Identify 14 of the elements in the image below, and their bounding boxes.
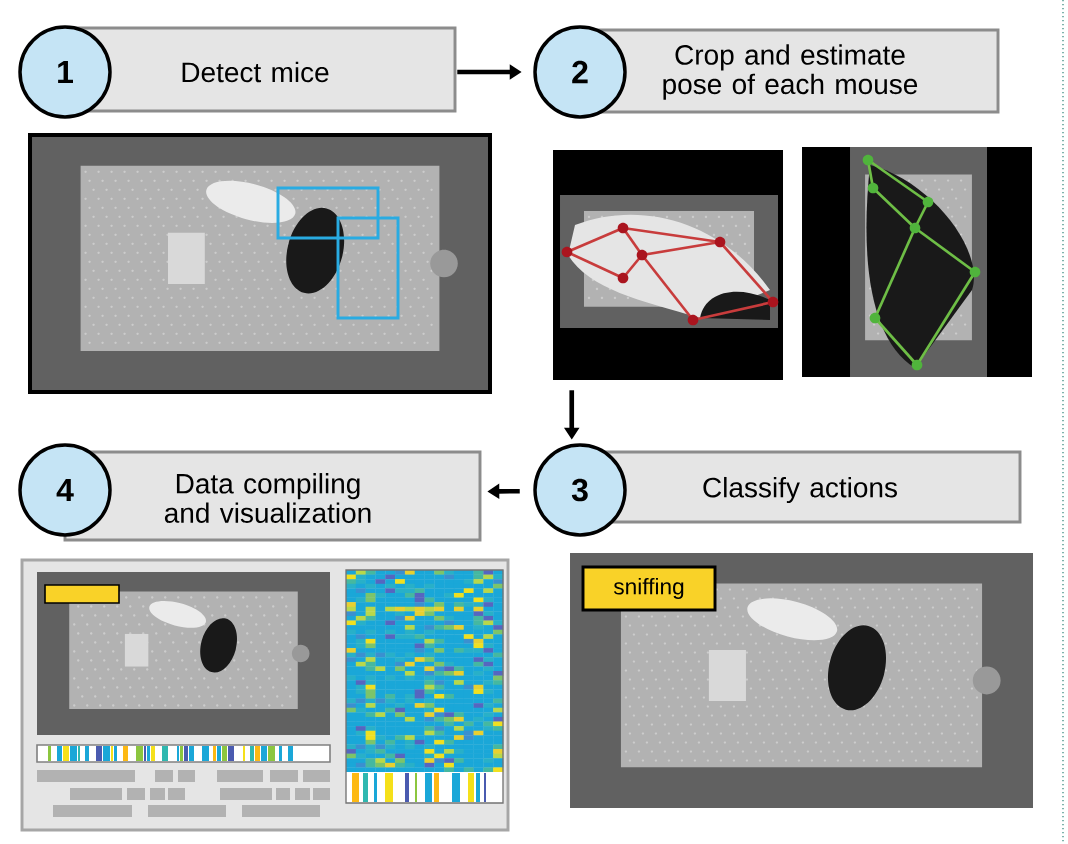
visualization-drawing <box>20 558 510 832</box>
step-number: 3 <box>571 478 588 502</box>
pose-drawing <box>802 147 1032 377</box>
step-label: Data compiling and visualization <box>164 473 371 523</box>
photo-drawing <box>28 133 492 394</box>
step-label: Classify actions <box>703 476 897 504</box>
step-label: Crop and estimate pose of each mouse <box>663 44 918 100</box>
action-label: sniffing <box>581 565 717 612</box>
step-number: 1 <box>58 61 73 83</box>
step-label: Detect mice <box>182 61 329 83</box>
pose-drawing <box>553 150 783 380</box>
step-number: 2 <box>572 60 588 84</box>
step-number: 4 <box>56 479 74 501</box>
photo-drawing <box>570 553 1033 808</box>
